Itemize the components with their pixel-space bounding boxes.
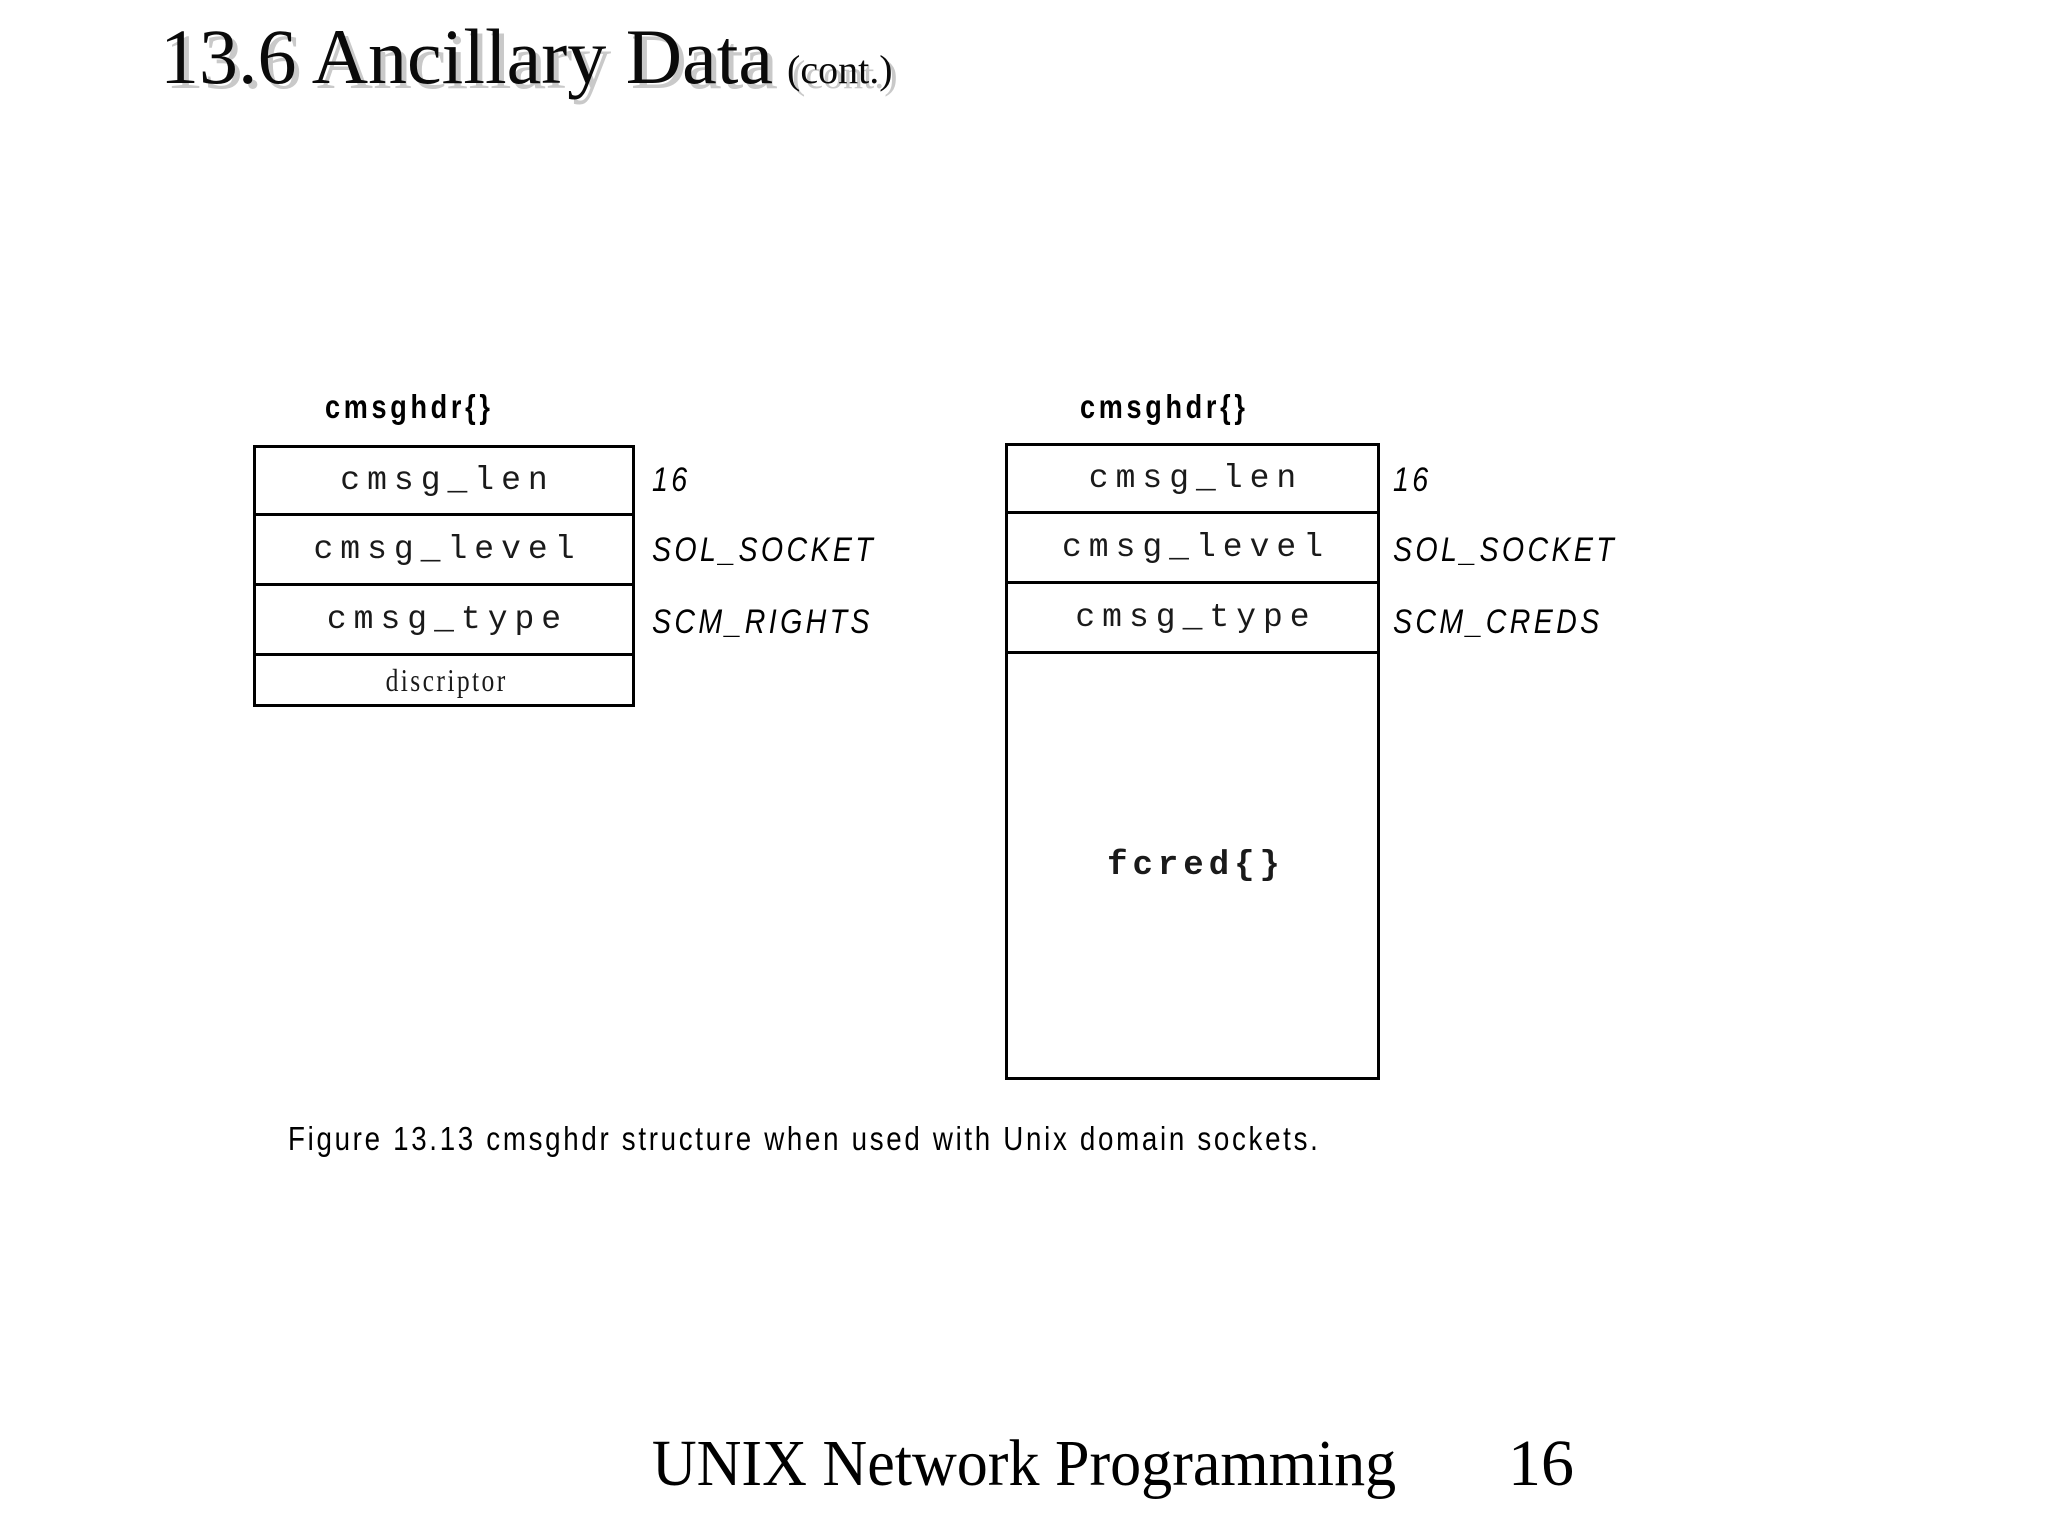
field-label-cmsg-level-right: cmsg_level <box>1061 529 1331 566</box>
annotation-cmsg-level-right: SOL_SOCKET <box>1393 531 1618 569</box>
struct-row-left-1: cmsg_level <box>256 516 632 586</box>
struct-box-left: cmsg_len cmsg_level cmsg_type discriptor <box>253 445 635 707</box>
slide-footer: UNIX Network Programming 16 <box>0 1427 2048 1518</box>
annotation-cmsg-type-right: SCM_CREDS <box>1393 603 1603 641</box>
annotation-cmsg-level-left: SOL_SOCKET <box>652 531 877 569</box>
field-label-cmsg-type-right: cmsg_type <box>1075 599 1317 636</box>
footer-book-title: UNIX Network Programming <box>651 1427 1397 1500</box>
page-title-main: 13.6 Ancillary Data <box>160 13 773 100</box>
struct-header-label-right: cmsghdr{} <box>1080 388 1249 425</box>
page-number: 16 <box>1508 1427 1574 1500</box>
struct-row-left-0: cmsg_len <box>256 448 632 516</box>
struct-box-right: cmsg_len cmsg_level cmsg_type fcred{} <box>1005 443 1380 1080</box>
struct-header-label-left: cmsghdr{} <box>325 388 494 425</box>
struct-row-right-0: cmsg_len <box>1008 446 1377 514</box>
field-label-cmsg-len-right: cmsg_len <box>1088 460 1304 497</box>
field-label-descriptor-left: discriptor <box>385 661 508 698</box>
field-label-cmsg-type-left: cmsg_type <box>326 601 569 638</box>
page-title: 13.6 Ancillary Data(cont.) <box>160 18 893 96</box>
field-label-fcred-right: fcred{} <box>1107 846 1285 885</box>
annotation-cmsg-len-right: 16 <box>1393 461 1432 499</box>
struct-row-right-2: cmsg_type <box>1008 584 1377 654</box>
struct-row-left-2: cmsg_type <box>256 586 632 656</box>
annotation-cmsg-type-left: SCM_RIGHTS <box>652 603 873 641</box>
struct-row-right-1: cmsg_level <box>1008 514 1377 584</box>
figure-caption: Figure 13.13 cmsghdr structure when used… <box>288 1120 1321 1157</box>
field-label-cmsg-level-left: cmsg_level <box>313 531 582 568</box>
annotation-cmsg-len-left: 16 <box>652 461 691 499</box>
page-title-continued: (cont.) <box>787 47 893 92</box>
field-label-cmsg-len-left: cmsg_len <box>340 462 555 499</box>
struct-row-right-3: fcred{} <box>1008 654 1377 1077</box>
struct-row-left-3: discriptor <box>256 656 632 704</box>
